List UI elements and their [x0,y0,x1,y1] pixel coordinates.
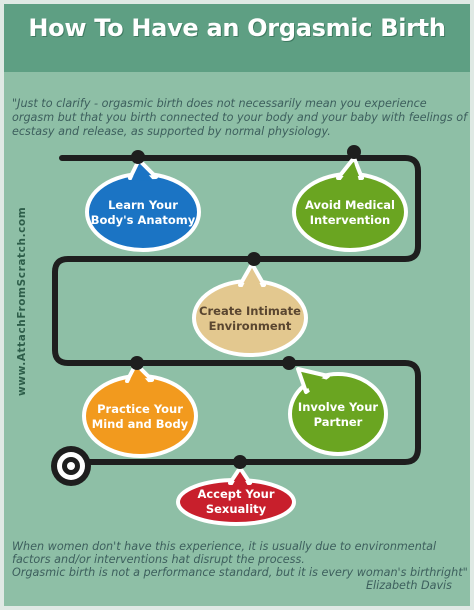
step-label-partner-line1: Involve Your [298,400,378,414]
footer-quote: When women don't have this experience, i… [12,540,468,592]
step-label-practice-line1: Practice Your [97,402,183,416]
footer-line-1: When women don't have this experience, i… [12,540,437,566]
step-label-practice-line2: Mind and Body [92,417,189,431]
step-bubble-involve-partner: Involve Your Partner [288,367,388,456]
footer-line-2: Orgasmic birth is not a performance stan… [12,566,468,579]
step-bubble-intimate-environment: Create Intimate Environment [192,262,308,357]
path-node-dot [347,145,361,159]
step-label-avoid-line2: Intervention [310,213,390,227]
step-label-learn-line2: Body's Anatomy [91,213,196,227]
step-label-partner-line2: Partner [314,415,363,429]
step-bubble-learn-anatomy: Learn Your Body's Anatomy [85,158,201,252]
step-label-accept-line2: Sexuality [206,502,267,516]
step-label-accept-line1: Accept Your [197,487,274,501]
path-node-dot [282,356,296,370]
target-icon [51,446,91,486]
intro-quote: "Just to clarify - orgasmic birth does n… [12,97,468,138]
path-node-dot [247,252,261,266]
step-bubble-avoid-intervention: Avoid Medical Intervention [292,156,408,252]
step-label-environment-line1: Create Intimate [199,304,301,318]
path-node-dot [233,455,247,469]
winding-path [52,155,421,465]
step-label-environment-line2: Environment [209,319,292,333]
path-node-dot [131,150,145,164]
step-label-learn-line1: Learn Your [108,198,178,212]
page-title: How To Have an Orgasmic Birth [28,14,446,42]
path-node-dot [130,356,144,370]
footer-attribution: Elizabeth Davis [365,579,452,592]
step-label-avoid-line1: Avoid Medical [305,198,395,212]
header-band [4,4,470,72]
step-bubble-practice-mind-body: Practice Your Mind and Body [82,362,198,458]
step-bubble-accept-sexuality: Accept Your Sexuality [176,466,296,526]
